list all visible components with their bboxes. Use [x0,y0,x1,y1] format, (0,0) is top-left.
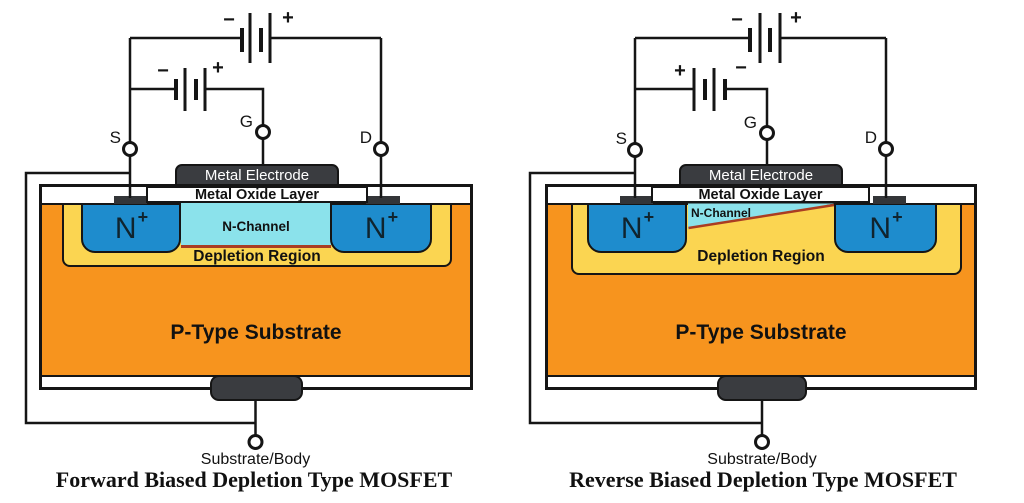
n-plus-label: N+ [869,207,903,245]
gate-battery-icon [692,68,727,111]
top-battery-left-sign: − [731,9,743,31]
drain-terminal-label: D [865,128,877,147]
body-contact [717,375,807,401]
source-contact-pad [620,196,653,204]
p-substrate-label: P-Type Substrate [170,321,342,344]
top-battery-right-sign: + [790,7,802,29]
n-channel-label: N-Channel [222,219,290,234]
source-contact-pad [114,196,147,204]
gate-battery-left-sign: − [157,60,169,82]
gate-battery-wire [130,87,265,125]
drain-contact-pad [366,196,400,204]
source-n-plus-well: N+ [587,203,687,253]
n-plus-label: N+ [114,207,149,245]
metal-oxide-layer: Metal Oxide Layer [651,186,870,203]
top-battery-icon [240,13,272,63]
drain-terminal-label: D [360,128,372,147]
body-terminal-node [754,434,770,450]
depletion-region-label: Depletion Region [697,248,825,265]
diagram-title: Forward Biased Depletion Type MOSFET [55,467,453,492]
n-channel-label: N-Channel [691,206,751,220]
metal-electrode: Metal Electrode [175,164,339,186]
depletion-region-label: Depletion Region [193,248,321,265]
source-n-plus-well: N+ [81,203,181,253]
source-terminal-node [122,141,138,157]
gate-terminal-label: G [744,113,757,132]
gate-battery-right-sign: + [212,57,224,79]
source-terminal-label: S [110,128,121,147]
drain-terminal-node [373,141,389,157]
substrate-body-label: Substrate/Body [707,451,817,468]
source-terminal-node [627,142,643,158]
gate-battery-icon [174,68,207,111]
gate-battery-right-sign: − [735,57,747,79]
top-battery-icon [748,13,782,63]
forward-biased-diagram: N+ N+ Metal Oxide Layer Metal Electrode … [24,7,473,492]
source-terminal-label: S [616,129,627,148]
top-battery-left-sign: − [223,9,235,31]
drain-terminal-node [878,141,894,157]
metal-electrode: Metal Electrode [679,164,843,186]
body-terminal-node [247,434,264,450]
substrate-body-label: Substrate/Body [200,451,311,468]
gate-terminal-label: G [240,112,253,131]
drain-contact-pad [873,196,906,204]
gate-battery-wire [635,87,769,126]
gate-terminal-node [759,125,775,141]
top-battery-right-sign: + [282,7,294,29]
body-contact [210,375,303,401]
metal-oxide-layer: Metal Oxide Layer [146,186,368,203]
n-plus-label: N+ [364,207,399,245]
drain-n-plus-well: N+ [330,203,432,253]
reverse-biased-diagram: N+ N+ Metal Oxide Layer Metal Electrode … [512,0,1024,503]
gate-terminal-node [255,124,271,140]
p-substrate-label: P-Type Substrate [675,321,847,344]
n-plus-label: N+ [620,207,655,245]
diagram-title: Reverse Biased Depletion Type MOSFET [569,467,957,492]
drain-n-plus-well: N+ [834,203,937,253]
gate-battery-left-sign: + [674,60,686,82]
